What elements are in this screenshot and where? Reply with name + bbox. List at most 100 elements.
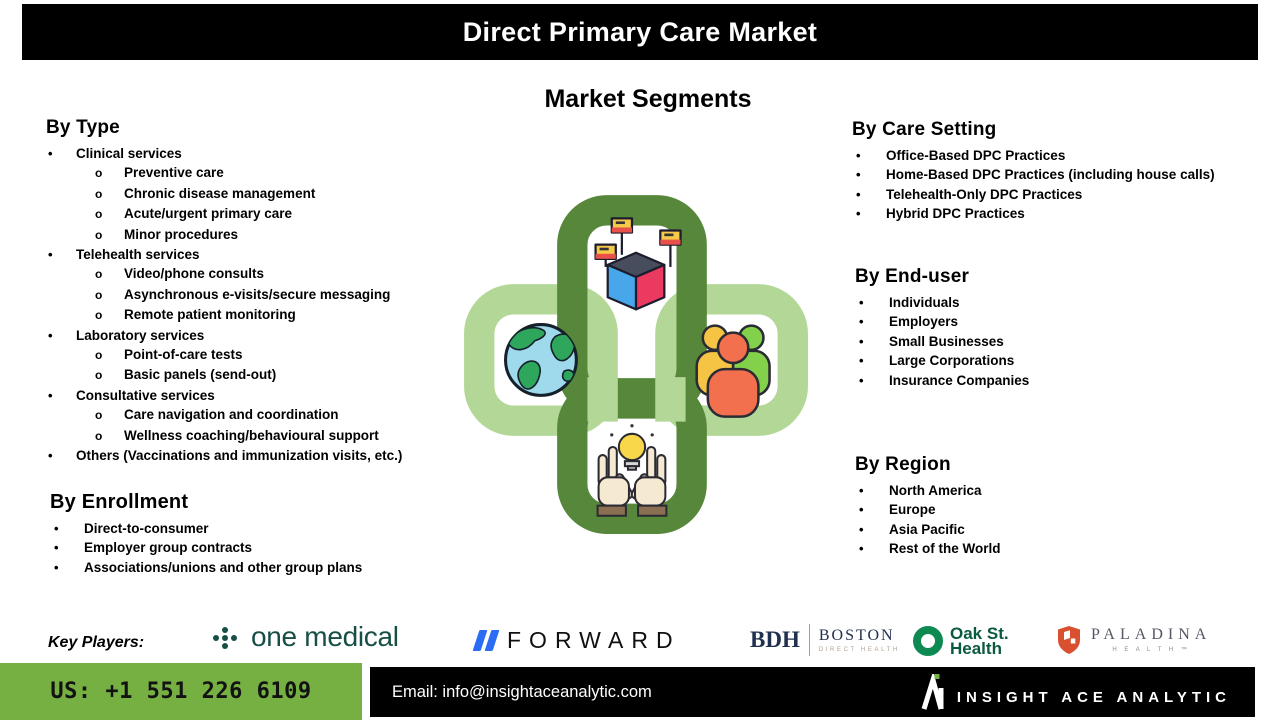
- list-item: • Telehealth services: [46, 245, 496, 264]
- forward-logo: FORWARD: [472, 627, 681, 654]
- section-by-end-user: By End-user •Individuals •Employers •Sma…: [855, 266, 1275, 390]
- paladina-health-logo: PALADINA H E A L T H ™: [1056, 625, 1211, 655]
- bullet-icon: o: [95, 207, 103, 222]
- chain-link-left: [464, 284, 618, 436]
- paladina-shield-icon: [1058, 626, 1080, 654]
- bdh-tagline: DIRECT HEALTH: [818, 646, 900, 653]
- list-item-label: Home-Based DPC Practices (including hous…: [886, 167, 1215, 183]
- list-item: •North America: [855, 481, 1275, 500]
- oak-ring-icon: [913, 626, 943, 656]
- boston-direct-health-logo: BDH BOSTON DIRECT HEALTH: [750, 624, 900, 656]
- bullet-icon: •: [856, 167, 861, 183]
- list-item: • Rest of the World: [855, 539, 1275, 558]
- list-item-label: Others (Vaccinations and immunization vi…: [76, 448, 403, 464]
- list-item: • Large Corporations: [855, 351, 1275, 370]
- top-banner: Direct Primary Care Market: [22, 4, 1258, 60]
- list-item-label: Employer group contracts: [84, 540, 253, 556]
- list-item-label: Telehealth services: [76, 247, 200, 263]
- list-item: o Chronic disease management: [46, 184, 496, 204]
- list-item: • Employer group contracts: [50, 538, 480, 557]
- paladina-tagline: H E A L T H ™: [1112, 647, 1190, 653]
- bullet-icon: o: [95, 287, 103, 302]
- bullet-icon: •: [859, 541, 864, 557]
- list-item-label: Office-Based DPC Practices: [886, 148, 1066, 163]
- email-text: Email: info@insightaceanalytic.com: [392, 682, 652, 701]
- market-segments-title: Market Segments: [544, 85, 752, 113]
- bullet-icon: o: [95, 166, 103, 181]
- bullet-icon: o: [95, 348, 103, 363]
- chain-link-right: [655, 284, 808, 436]
- phone-number: US: +1 551 226 6109: [50, 679, 312, 704]
- section-heading: By End-user: [855, 266, 970, 287]
- one-medical-wordmark: one medical: [251, 621, 399, 652]
- list-item-label: Employers: [889, 314, 959, 330]
- bullet-icon: •: [48, 448, 53, 464]
- list-item-label: Clinical services: [76, 146, 182, 161]
- list-item-label: Point-of-care tests: [124, 347, 243, 363]
- bullet-icon: •: [859, 502, 864, 518]
- list-item: • Others (Vaccinations and immunization v…: [46, 446, 496, 465]
- bullet-icon: •: [54, 559, 59, 575]
- chain-link-bottom: [557, 378, 707, 534]
- list-item: •Consultative services: [46, 386, 496, 405]
- list-item-label: Asia Pacific: [889, 521, 965, 537]
- list-item-label: Europe: [889, 502, 936, 518]
- list-item-label: Direct-to-consumer: [84, 521, 209, 536]
- section-heading: By Region: [855, 454, 951, 475]
- bullet-icon: •: [48, 247, 53, 263]
- list-item-label: Laboratory services: [76, 327, 205, 343]
- list-item: •Small Businesses: [855, 332, 1275, 351]
- bullet-icon: •: [859, 372, 864, 388]
- list-item-label: North America: [889, 483, 982, 498]
- list-item-label: Rest of the World: [889, 541, 1001, 557]
- bullet-icon: o: [95, 267, 103, 282]
- list-item-label: Telehealth-Only DPC Practices: [886, 186, 1083, 202]
- list-item-label: Large Corporations: [889, 353, 1015, 369]
- forward-slashes-icon: [472, 630, 500, 651]
- list-item: •Employers: [855, 312, 1275, 331]
- globe-icon: [504, 323, 578, 397]
- brand: INSIGHT ACE ANALYTIC: [921, 674, 1231, 710]
- bullet-icon: o: [95, 186, 103, 201]
- one-medical-dots-icon: [213, 627, 237, 649]
- list-item-label: Small Businesses: [889, 333, 1004, 349]
- list-item: •Asia Pacific: [855, 520, 1275, 539]
- bullet-icon: •: [859, 353, 864, 369]
- list-item-label: Chronic disease management: [124, 185, 316, 201]
- bullet-icon: o: [95, 408, 103, 423]
- section-heading: By Type: [46, 117, 120, 138]
- divider: [808, 624, 810, 656]
- oak-line2: Health: [950, 639, 1002, 658]
- hands-lightbulb-icon: [596, 424, 668, 517]
- list-item-label: Basic panels (send-out): [124, 367, 277, 383]
- bullet-icon: o: [95, 428, 103, 443]
- list-item: • Laboratory services: [46, 326, 496, 345]
- list-item: • Office-Based DPC Practices: [852, 146, 1280, 165]
- bullet-icon: •: [48, 327, 53, 343]
- list-item: • Home-Based DPC Practices (including hou…: [852, 165, 1280, 184]
- bullet-icon: •: [856, 148, 861, 163]
- bullet-icon: •: [54, 540, 59, 556]
- list-item: •Telehealth-Only DPC Practices: [852, 185, 1280, 204]
- bullet-icon: o: [95, 308, 103, 323]
- list-item-label: Consultative services: [76, 387, 215, 403]
- phone-box: US: +1 551 226 6109: [0, 663, 362, 720]
- list-item: •Hybrid DPC Practices: [852, 204, 1280, 223]
- bullet-icon: •: [48, 146, 53, 161]
- list-item-label: Minor procedures: [124, 226, 239, 242]
- product-cube-icon: [594, 217, 682, 311]
- section-by-care-setting: By Care Setting •Office-Based DPC Practi…: [852, 119, 1280, 224]
- list-item: •Insurance Companies: [855, 371, 1275, 390]
- section-by-region: By Region •North America •Europe •Asia P…: [855, 454, 1275, 559]
- bullet-icon: •: [856, 206, 861, 222]
- key-players-label: Key Players:: [48, 634, 145, 651]
- insight-ace-logo-icon: [921, 674, 944, 710]
- section-by-enrollment: By Enrollment •Direct-to-consumer •Emplo…: [50, 491, 480, 577]
- paladina-name: PALADINA: [1091, 626, 1212, 643]
